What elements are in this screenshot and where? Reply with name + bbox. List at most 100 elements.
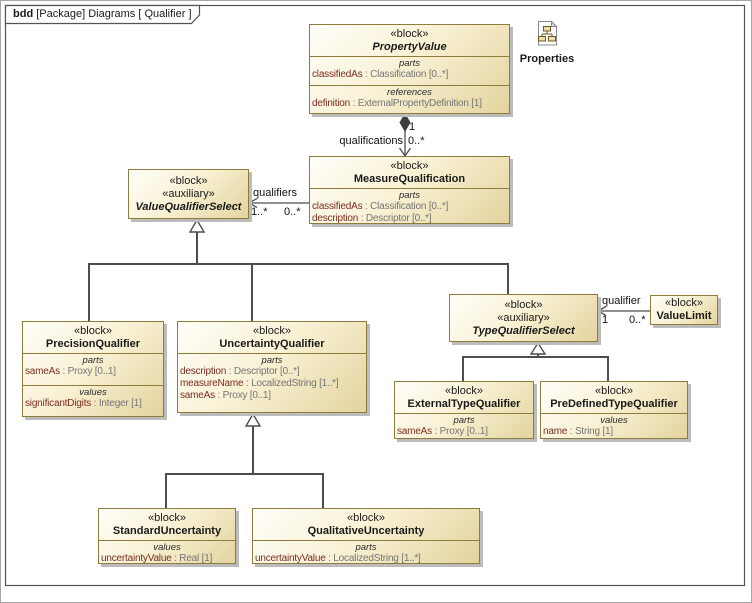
block-header: «block» PreDefinedTypeQualifier bbox=[541, 382, 687, 413]
diagram-kind-label: bdd bbox=[13, 8, 34, 20]
property-line: classifiedAs : Classification [0..*] bbox=[312, 201, 507, 213]
block-uncertainty-qualifier[interactable]: «block» UncertaintyQualifier parts descr… bbox=[177, 321, 367, 413]
block-name: ExternalTypeQualifier bbox=[407, 398, 521, 410]
block-qualitative-uncertainty[interactable]: «block» QualitativeUncertainty parts unc… bbox=[252, 508, 480, 564]
property-line: classifiedAs : Classification [0..*] bbox=[312, 69, 507, 81]
block-value-limit[interactable]: «block» ValueLimit bbox=[650, 295, 718, 325]
multiplicity-label[interactable]: 1 bbox=[409, 121, 416, 133]
block-name: StandardUncertainty bbox=[112, 525, 222, 537]
property-line: definition : ExternalPropertyDefinition … bbox=[312, 98, 507, 110]
association-qualifiers-connector[interactable] bbox=[247, 197, 309, 209]
association-role-label[interactable]: qualifications bbox=[339, 135, 403, 147]
multiplicity-label[interactable]: 0..* bbox=[629, 314, 646, 326]
stereotype-label: «block» bbox=[253, 325, 291, 337]
block-property-value[interactable]: «block» PropertyValue parts classifiedAs… bbox=[309, 24, 510, 114]
stereotype-label: «block» bbox=[390, 160, 429, 172]
block-name: ValueLimit bbox=[656, 310, 712, 322]
block-header: «block» QualitativeUncertainty bbox=[253, 509, 479, 540]
compartment-label: values bbox=[600, 415, 628, 426]
diagram-tab: bdd [Package] Diagrams [ Qualifier ] bbox=[13, 8, 192, 20]
block-precision-qualifier[interactable]: «block» PrecisionQualifier parts sameAs … bbox=[22, 321, 164, 417]
property-line: description : Descriptor [0..*] bbox=[180, 366, 364, 378]
property-name: significantDigits bbox=[25, 397, 92, 409]
property-type: : Proxy [0..1] bbox=[59, 366, 117, 377]
composition-qualifications-connector[interactable] bbox=[398, 113, 412, 158]
block-header: «block» PropertyValue bbox=[310, 25, 509, 56]
generalization-uncertaintyqualifier[interactable] bbox=[165, 412, 324, 508]
property-line: uncertaintyValue : Real [1] bbox=[101, 553, 233, 565]
compartment-label: values bbox=[79, 386, 107, 398]
property-type: : Classification [0..*] bbox=[362, 69, 449, 80]
stereotype-label: «block» bbox=[169, 174, 208, 187]
compartment-parts: parts description : Descriptor [0..*] me… bbox=[178, 353, 366, 412]
property-line: sameAs : Proxy [0..1] bbox=[180, 390, 364, 402]
compartment-references: references definition : ExternalProperty… bbox=[310, 84, 509, 114]
property-name: description bbox=[312, 213, 359, 224]
property-name: measureName bbox=[180, 378, 244, 389]
multiplicity-label[interactable]: 1 bbox=[602, 314, 609, 326]
compartment-values: values uncertaintyValue : Real [1] bbox=[99, 540, 235, 567]
block-measure-qualification[interactable]: «block» MeasureQualification parts class… bbox=[309, 156, 510, 224]
compartment-label: parts bbox=[398, 58, 421, 69]
property-name: classifiedAs bbox=[312, 201, 363, 212]
property-type: : Proxy [0..1] bbox=[214, 390, 272, 401]
compartment-values: values name : String [1] bbox=[541, 413, 687, 440]
association-role-label[interactable]: qualifiers bbox=[253, 187, 298, 199]
compartment-label: parts bbox=[453, 415, 475, 426]
generalization-typequalifierselect[interactable] bbox=[462, 341, 609, 381]
properties-diagram-shortcut[interactable]: Properties bbox=[511, 20, 583, 65]
compartment-label: references bbox=[387, 86, 432, 98]
diagram-page-icon bbox=[537, 20, 558, 46]
block-value-qualifier-select[interactable]: «block» «auxiliary» ValueQualifierSelect bbox=[128, 169, 249, 219]
compartment-parts: parts sameAs : Proxy [0..1] bbox=[395, 413, 533, 440]
stereotype-label: «block» bbox=[445, 385, 483, 397]
property-name: description bbox=[180, 366, 227, 377]
compartment-parts: parts classifiedAs : Classification [0..… bbox=[310, 56, 509, 85]
block-standard-uncertainty[interactable]: «block» StandardUncertainty values uncer… bbox=[98, 508, 236, 564]
multiplicity-label[interactable]: 0..* bbox=[408, 135, 425, 147]
property-name: definition bbox=[312, 97, 351, 109]
multiplicity-label[interactable]: 0..* bbox=[284, 206, 301, 218]
property-type: : String [1] bbox=[567, 426, 613, 437]
property-type: : LocalizedString [1..*] bbox=[325, 553, 421, 564]
block-predefined-type-qualifier[interactable]: «block» PreDefinedTypeQualifier values n… bbox=[540, 381, 688, 439]
compartment-label: parts bbox=[82, 355, 104, 366]
block-name: PrecisionQualifier bbox=[45, 338, 141, 350]
block-header: «block» ExternalTypeQualifier bbox=[395, 382, 533, 413]
property-type: : LocalizedString [1..*] bbox=[243, 378, 339, 389]
property-name: classifiedAs bbox=[312, 69, 363, 80]
block-header: «block» UncertaintyQualifier bbox=[178, 322, 366, 353]
property-line: significantDigits : Integer [1] bbox=[25, 398, 161, 410]
association-qualifier-connector[interactable] bbox=[596, 305, 650, 317]
block-external-type-qualifier[interactable]: «block» ExternalTypeQualifier parts same… bbox=[394, 381, 534, 439]
property-line: uncertaintyValue : LocalizedString [1..*… bbox=[255, 553, 477, 565]
stereotype-label: «block» bbox=[347, 512, 385, 524]
property-name: sameAs bbox=[25, 366, 60, 377]
property-type: : ExternalPropertyDefinition [1] bbox=[350, 97, 482, 109]
stereotype-label: «block» bbox=[504, 298, 543, 311]
stereotype-label: «block» bbox=[390, 28, 429, 40]
generalization-valuequalifierselect[interactable] bbox=[88, 218, 509, 321]
compartment-values: values significantDigits : Integer [1] bbox=[23, 384, 163, 417]
stereotype-label: «block» bbox=[595, 385, 633, 397]
block-name: UncertaintyQualifier bbox=[219, 338, 325, 350]
block-type-qualifier-select[interactable]: «block» «auxiliary» TypeQualifierSelect bbox=[449, 294, 598, 342]
property-type: : Classification [0..*] bbox=[362, 201, 449, 212]
property-name: name bbox=[543, 426, 568, 437]
block-header: «block» MeasureQualification bbox=[310, 157, 509, 188]
property-line: description : Descriptor [0..*] bbox=[312, 213, 507, 225]
property-type: : Descriptor [0..*] bbox=[226, 366, 300, 377]
compartment-parts: parts uncertaintyValue : LocalizedString… bbox=[253, 540, 479, 567]
stereotype-label: «block» bbox=[148, 512, 186, 524]
property-line: sameAs : Proxy [0..1] bbox=[25, 366, 161, 378]
compartment-parts: parts classifiedAs : Classification [0..… bbox=[310, 188, 509, 227]
compartment-parts: parts sameAs : Proxy [0..1] bbox=[23, 353, 163, 385]
compartment-label: values bbox=[153, 542, 181, 553]
block-header: «block» ValueLimit bbox=[651, 297, 717, 323]
multiplicity-label[interactable]: 1..* bbox=[251, 206, 268, 218]
block-name: MeasureQualification bbox=[353, 173, 466, 185]
block-name: ValueQualifierSelect bbox=[135, 200, 242, 213]
property-line: measureName : LocalizedString [1..*] bbox=[180, 378, 364, 390]
association-role-label[interactable]: qualifier bbox=[602, 295, 641, 307]
